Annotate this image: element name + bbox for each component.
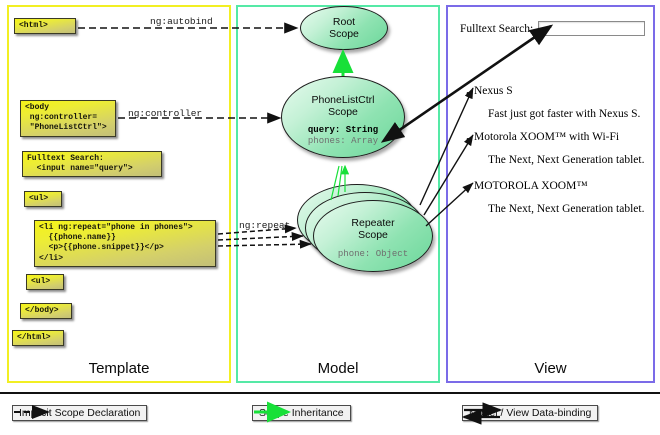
legend-arrow-green [254,401,291,423]
scope-phonelistctrl: PhoneListCtrl Scope query: String phones… [281,76,405,158]
panel-view-label: View [534,360,567,377]
connector-label-repeat: ng:repeat [239,220,291,231]
scope-root-title-1: Root [332,15,356,28]
view-phone-snippet: The Next, Next Generation tablet. [488,203,645,215]
view-phone-name: Nexus S [474,85,513,97]
view-phone-name: Motorola XOOM™ with Wi-Fi [474,131,620,143]
connector-label-autobind: ng:autobind [150,16,213,27]
scope-ctrl-title-2: Scope [328,105,358,118]
view-phone-name: MOTOROLA XOOM™ [474,180,588,192]
legend-arrow-dashed [14,405,50,419]
code-box-ul-open: <ul> [24,191,62,208]
scope-ctrl-title-1: PhoneListCtrl [311,93,375,106]
scope-root: Root Scope [300,6,388,50]
panel-view: View Fulltext Search: • Nexus S Fast jus… [446,5,655,383]
scope-repeater: Repeater Scope phone: Object [313,200,433,272]
scope-repeater-field-phone: phone: Object [337,248,409,259]
list-bullet: • [466,183,470,195]
view-search-input[interactable] [538,21,646,36]
scope-repeater-title-1: Repeater [351,216,395,229]
legend-divider [0,392,660,394]
connector-label-controller: ng:controller [128,108,203,119]
scope-root-title-2: Scope [329,28,359,40]
code-box-li-repeat: <li ng:repeat="phone in phones"> {{phone… [34,220,216,267]
code-box-body-close: </body> [20,303,72,320]
view-search-label: Fulltext Search: [460,22,534,35]
view-phone-snippet: Fast just got faster with Nexus S. [488,108,641,120]
view-phone-snippet: The Next, Next Generation tablet. [488,154,645,166]
panel-model-label: Model [317,360,359,377]
code-box-html-close: </html> [12,330,64,347]
code-box-search: Fulltext Search: <input name="query"> [22,151,162,178]
code-box-html-open: <html> [14,18,76,35]
code-box-ul-close: <ul> [26,274,64,291]
view-search-row: Fulltext Search: [460,21,646,36]
legend-arrow-double [461,402,503,425]
legend-item-implicit-scope-declaration: Implicit Scope Declaration [12,405,148,421]
scope-repeater-title-2: Scope [358,228,388,241]
scope-ctrl-field-phones: phones: Array [307,135,379,146]
panel-template-label: Template [88,360,150,377]
view-content: Fulltext Search: • Nexus S Fast just got… [448,7,653,381]
legend-item-scope-inheritance: Scope Inheritance [252,401,351,423]
code-box-body-open: <body ng:controller= "PhoneListCtrl"> [20,100,116,137]
list-bullet: • [466,88,470,100]
scope-ctrl-field-query: query: String [307,124,379,135]
legend-item-model-view-data-binding: Model / View Data-binding [461,402,599,425]
list-bullet: • [466,134,470,146]
